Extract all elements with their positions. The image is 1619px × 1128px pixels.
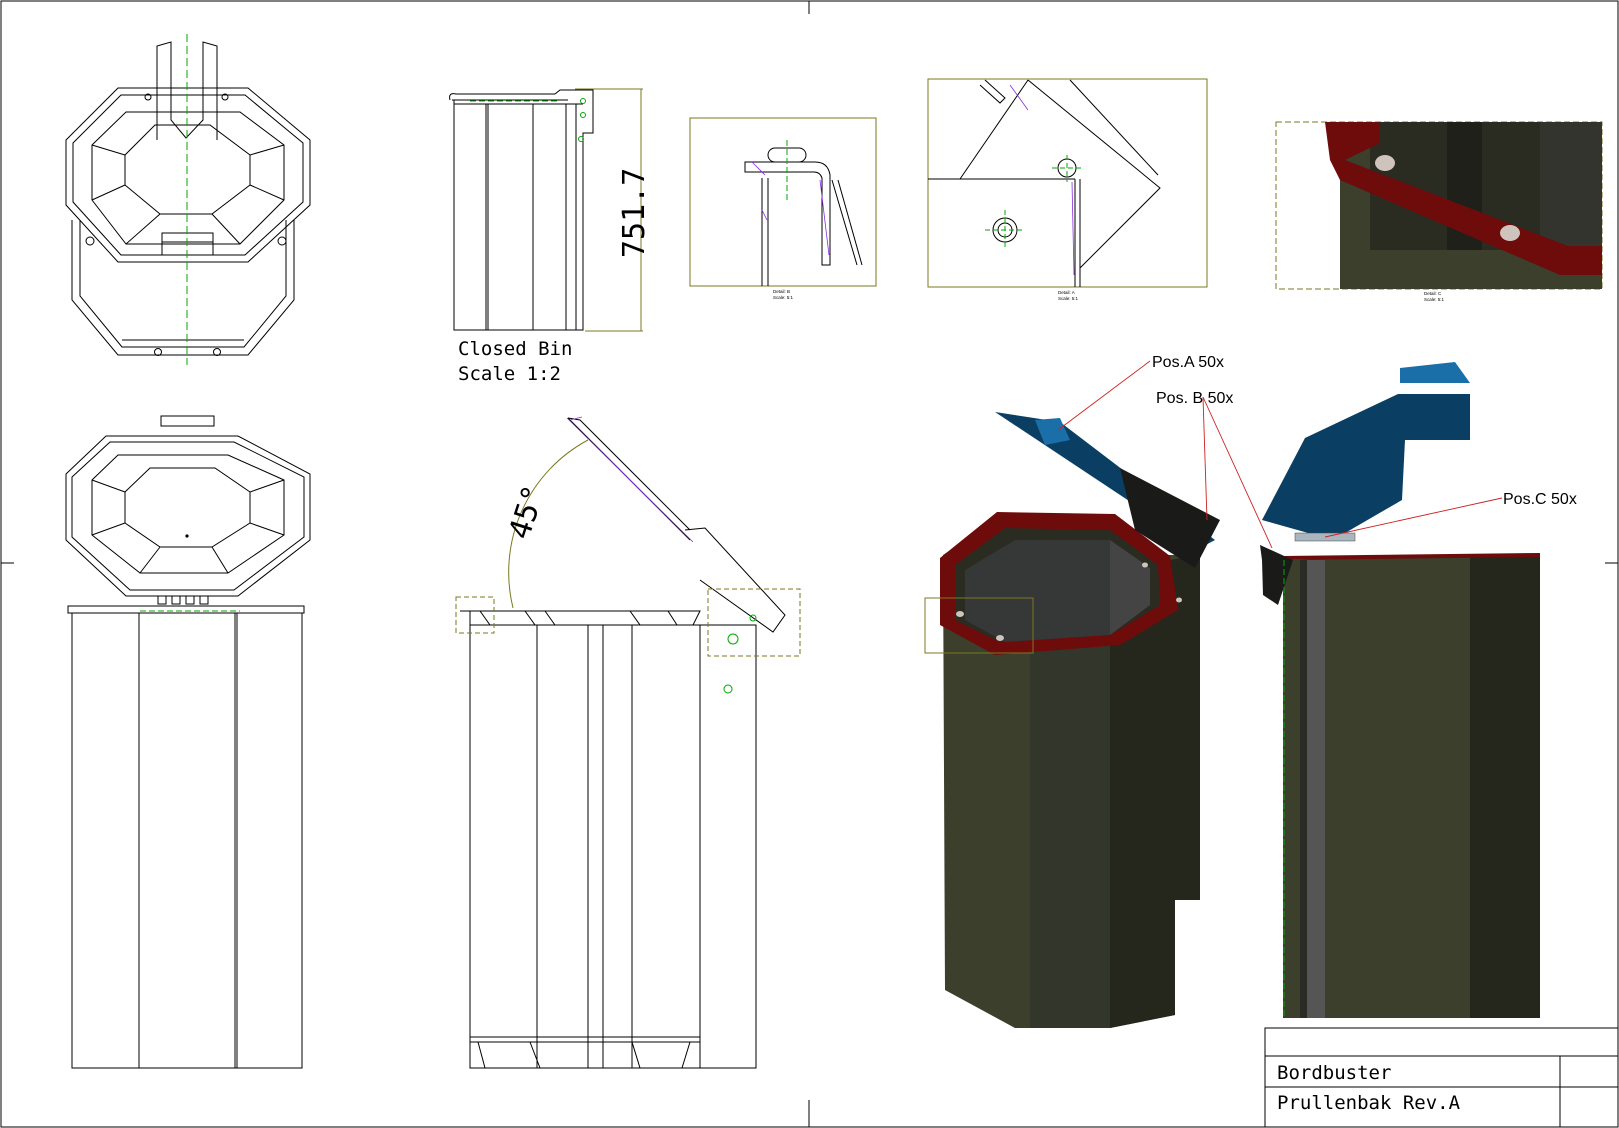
closed-bin-view — [449, 89, 594, 331]
detail-a-name: Detail: A — [1058, 290, 1075, 295]
callout-pos-c: Pos.C 50x — [1503, 491, 1577, 508]
detail-a-geometry — [928, 79, 1161, 287]
open-bin-lid-edge — [569, 416, 583, 421]
detail-c-rivet — [1375, 155, 1395, 171]
render-open-bin-iso — [940, 412, 1220, 1028]
detail-c-scale: Scale: 5:1 — [1424, 297, 1445, 302]
callout-pos-a: Pos.A 50x — [1152, 354, 1224, 371]
detail-b-frame — [689, 117, 877, 287]
height-dimension-lines — [575, 88, 643, 332]
detail-c-render — [1325, 122, 1602, 289]
detail-b-name: Detail: B — [773, 289, 790, 294]
title-block — [1264, 1027, 1619, 1128]
detail-b-scale: Scale: 5:1 — [773, 295, 794, 300]
closed-bin-title: Closed Bin — [458, 338, 572, 360]
render-side-iso — [1260, 362, 1541, 1018]
open-bin-holes — [723, 614, 757, 694]
detail-c-marker — [924, 597, 1034, 654]
detail-b-hidden-lines — [751, 161, 830, 256]
front-view-center-point — [185, 534, 189, 538]
angle-arc — [508, 439, 589, 609]
detail-b-marker — [455, 596, 495, 634]
detail-c-rivet — [1500, 225, 1520, 241]
detail-a-marker — [707, 588, 801, 657]
detail-c-name: Detail: C — [1424, 291, 1442, 296]
closed-bin-holes — [578, 98, 586, 142]
top-view-open — [65, 41, 311, 356]
closed-bin-scale: Scale 1:2 — [458, 363, 561, 385]
detail-a-scale: Scale: 5:1 — [1058, 296, 1079, 301]
open-bin-lid-edge — [566, 417, 694, 543]
angle-label: 45° — [502, 481, 552, 543]
front-view — [65, 415, 311, 1069]
detail-b-geometry — [744, 147, 863, 286]
detail-a-frame — [927, 78, 1208, 288]
callout-leaders — [1057, 360, 1503, 549]
callout-pos-b: Pos. B 50x — [1156, 390, 1233, 407]
detail-a-hidden-lines — [1009, 84, 1075, 276]
title-block-project: Bordbuster — [1277, 1062, 1391, 1084]
title-block-part: Prullenbak Rev.A — [1277, 1092, 1461, 1114]
height-dimension-label: 751.7 — [617, 168, 652, 258]
open-bin-view — [460, 417, 786, 1069]
detail-a-centerlines — [985, 155, 1082, 250]
